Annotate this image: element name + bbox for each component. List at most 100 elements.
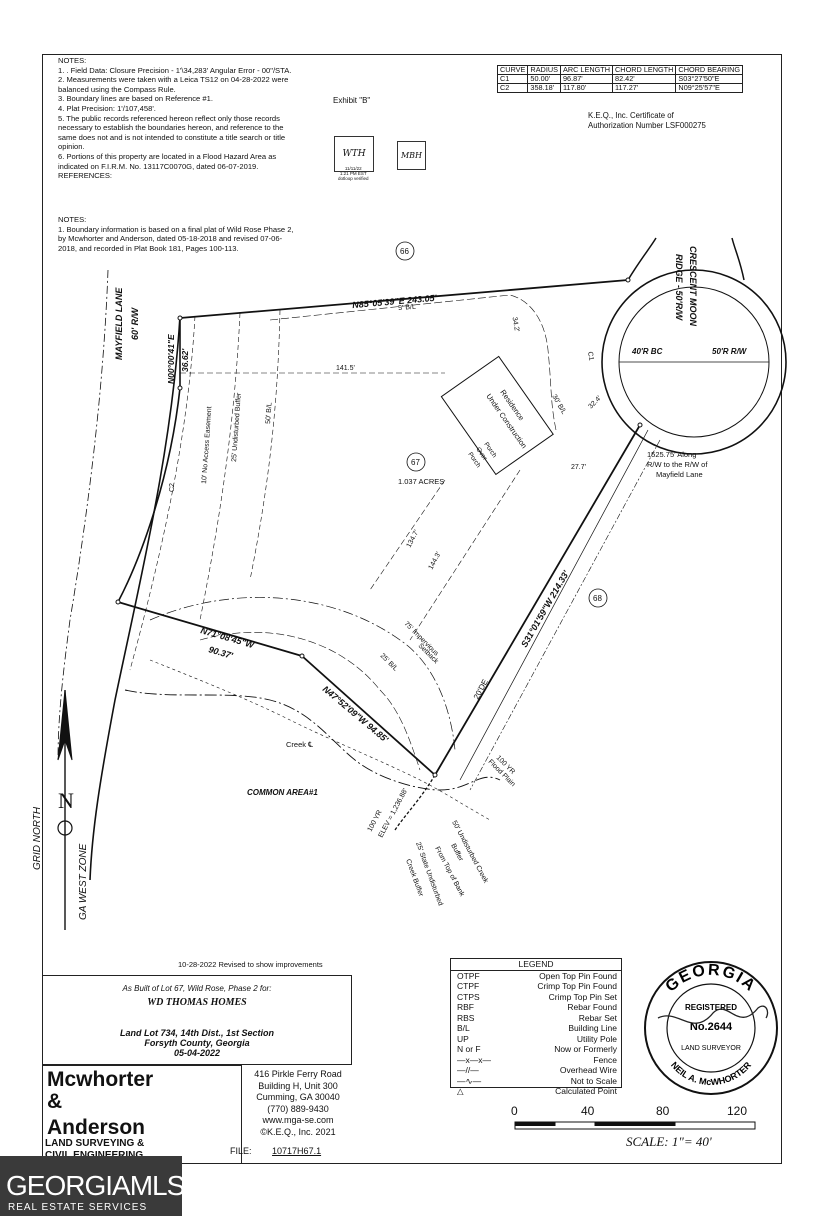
initials-box-2: MBH — [397, 141, 426, 170]
mayfield-label: MAYFIELD LANE — [114, 287, 124, 360]
seal-top-text: GEORGIA — [663, 962, 758, 996]
scale-tick-0: 0 — [511, 1104, 518, 1118]
company-sub-1: LAND SURVEYING & — [45, 1138, 145, 1149]
reference-notes-block: NOTES: 1. Boundary information is based … — [58, 215, 298, 253]
exhibit-label: Exhibit "B" — [333, 96, 371, 105]
surveyor-seal: GEORGIA NEIL A. McWHORTER REGISTERED No.… — [644, 961, 778, 1095]
undisturbed-buffer-line — [199, 312, 241, 621]
crescent-road-right — [731, 237, 745, 281]
impervious-label-1: 75' Impervious — [403, 620, 440, 657]
legend-desc: Crimp Top Pin Set — [548, 991, 617, 1002]
legend-abbr: CTPS — [457, 991, 480, 1002]
seal-land-surveyor: LAND SURVEYOR — [681, 1045, 741, 1052]
cert-line-2: Authorization Number LSF000275 — [588, 121, 706, 130]
c1-label: C1 — [586, 351, 594, 361]
bl5-label: 5' B/L — [398, 304, 416, 313]
dim134-label: 134.7' — [406, 529, 421, 549]
title-date: 05-04-2022 — [173, 1048, 221, 1058]
c2-label: C2 — [169, 483, 176, 492]
note-item: 5. The public records referenced hereon … — [58, 113, 286, 152]
scale-bar-fill-1 — [514, 1121, 556, 1126]
easement-label: 10' No Access Easement — [201, 406, 213, 484]
north-circle — [57, 820, 73, 836]
pin-1 — [177, 315, 183, 321]
legend-wire-symbol: —//— — [457, 1065, 479, 1075]
watermark-main: GEORGIAMLS — [6, 1170, 185, 1201]
dotloop-stamp: 11/11/22 1:21 PM EST dotloop verified — [338, 166, 369, 181]
file-number: FILE: 10717H67.1 — [230, 1146, 321, 1156]
scale-tick-120: 120 — [727, 1104, 747, 1118]
watermark-logo: GEORGIAMLS REAL ESTATE SERVICES — [0, 1156, 185, 1216]
easement-line — [129, 315, 196, 671]
creek-label: Creek ℄ — [286, 740, 314, 749]
address-website: www.mga-se.com — [262, 1115, 334, 1125]
bl25-label: 25' B/L — [379, 652, 399, 672]
lot68-bound-dash — [469, 439, 661, 791]
legend-abbr: UP — [457, 1033, 469, 1044]
lot68-label: 68 — [593, 594, 602, 603]
legend-abbr: OTPF — [457, 970, 480, 981]
legend-abbr: B/L — [457, 1023, 470, 1033]
watermark-sub: REAL ESTATE SERVICES — [8, 1202, 148, 1213]
crescent-label-1: CRESCENT MOON — [688, 246, 698, 327]
seal-bottom-text: NEIL A. McWHORTER — [669, 1060, 753, 1088]
c2-curve — [117, 387, 181, 603]
location-line-2: Forsyth County, Georgia — [144, 1038, 250, 1048]
scale-tick-40: 40 — [581, 1104, 595, 1118]
address-line: Cumming, GA 30040 — [256, 1092, 340, 1102]
legend-desc: Overhead Wire — [559, 1065, 617, 1075]
curve-cell: C2 — [496, 83, 529, 93]
references-title: REFERENCES: — [58, 171, 113, 181]
north-arrow-head — [57, 689, 73, 761]
svg-text:GEORGIA: GEORGIA — [663, 962, 760, 996]
address-line: 416 Pirkle Ferry Road — [254, 1069, 342, 1079]
dotloop-date: 11/11/22 — [344, 166, 362, 171]
bl50-label: 50' B/L — [265, 402, 273, 424]
bl5-line — [269, 294, 557, 431]
sw-line2-label: N47°52'09"W 94.85' — [321, 684, 391, 745]
legend-abbr: RBF — [457, 1002, 474, 1012]
address-copyright: ©K.E.Q., Inc. 2021 — [260, 1126, 336, 1137]
company-line-3: Anderson — [47, 1116, 146, 1139]
note-item: 2. Measurements were taken with a Leica … — [58, 75, 289, 94]
lot66-circle — [395, 241, 415, 261]
curve-cell: 117.80' — [559, 83, 614, 93]
pin-7 — [177, 385, 183, 391]
rbc-label: 40'R BC — [631, 347, 663, 356]
north-boundary — [179, 279, 629, 319]
note-item: 3. Boundary lines are based on Reference… — [58, 94, 213, 104]
company-line-2: & — [47, 1090, 63, 1113]
dim34-label: 34.2' — [511, 317, 520, 333]
curve-cell: 117.27' — [612, 83, 677, 93]
curve-cell: N09°25'57"E — [675, 83, 744, 93]
pin-5 — [299, 653, 305, 659]
company-logo: Mcwhorter & Anderson LAND SURVEYING & CI… — [42, 1065, 242, 1164]
undist-creek-label-2: Buffer — [449, 843, 464, 863]
sw-boundary-2 — [301, 655, 436, 776]
location-line-1: Land Lot 734, 14th Dist., 1st Section — [119, 1028, 275, 1038]
note-item: 1. . Field Data: Closure Precision - 1'\… — [58, 65, 292, 75]
legend-desc: Not to Scale — [570, 1075, 617, 1086]
legend-row: CTPS Crimp Top Pin Set — [451, 992, 621, 1003]
legend-abbr: CTPF — [457, 981, 480, 991]
creek-buffer-50 — [394, 774, 436, 831]
dotloop-time: 1:21 PM EST — [339, 171, 367, 176]
legend-fence-symbol: —x—x— — [457, 1054, 491, 1065]
acres-label: 1.037 ACRES — [398, 477, 444, 486]
initials-box-1: WTH — [334, 136, 374, 172]
sw-line1-label: N71°08'45"W — [199, 625, 256, 650]
sw-line1-dist-label: 90.37' — [207, 644, 234, 661]
lot66-label: 66 — [400, 247, 409, 256]
address-line: Building H, Unit 300 — [258, 1080, 338, 1091]
scale-label: SCALE: 1"= 40' — [626, 1134, 712, 1149]
dim141-label: 141.5' — [336, 365, 355, 372]
sheet-border — [42, 54, 782, 1164]
west-dist-label: 36.62' — [180, 348, 190, 372]
